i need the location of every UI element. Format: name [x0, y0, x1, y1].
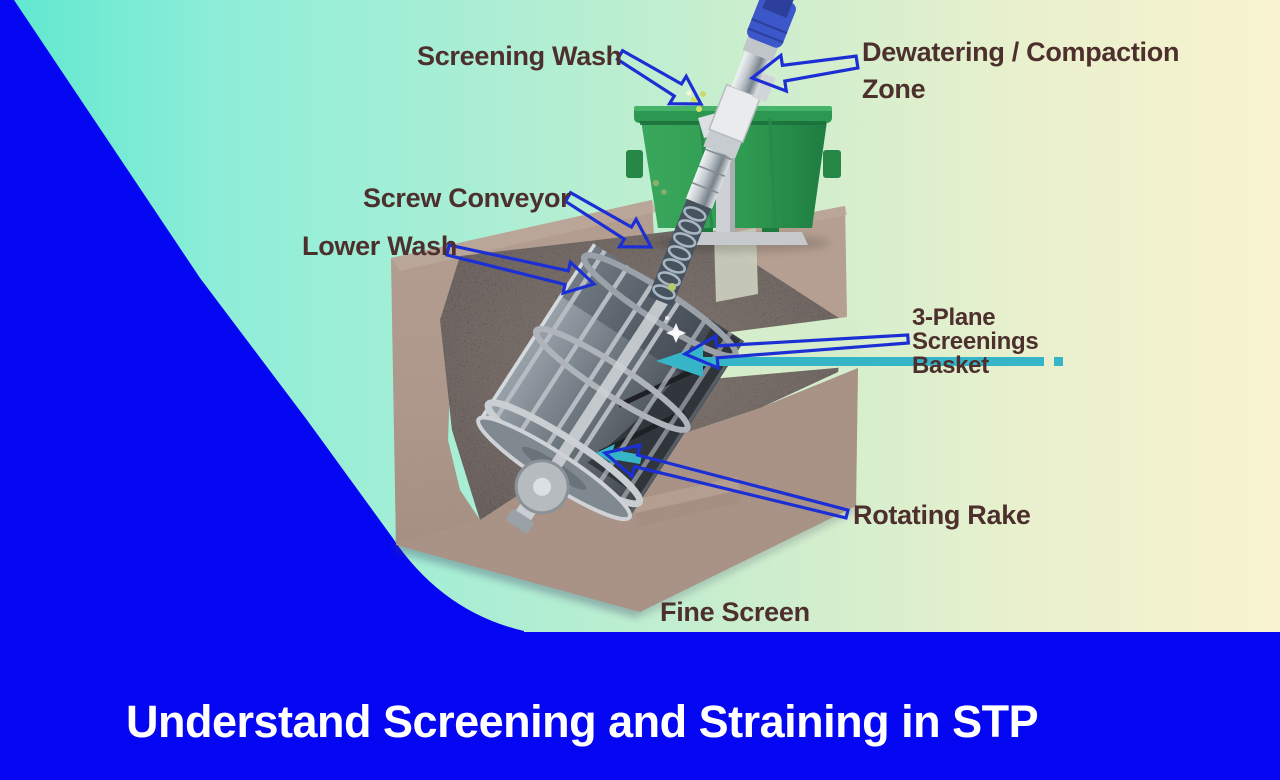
label-dewatering-zone: Dewatering / Compaction Zone	[862, 37, 1180, 104]
page-title: Understand Screening and Straining in ST…	[126, 696, 1039, 747]
water-flow-arrow	[596, 345, 1063, 464]
corner-triangle-shape	[0, 0, 524, 632]
fine-screen-machine	[391, 0, 1063, 619]
arrow-lower-wash	[444, 243, 598, 296]
arrow-dewatering-zone	[748, 52, 860, 94]
label-three-plane-basket: 3-Plane Screenings Basket	[912, 304, 1039, 379]
screw-conveyor-tube	[648, 0, 796, 307]
label-lower-wash: Lower Wash	[302, 231, 458, 261]
label-screening-wash: Screening Wash	[417, 41, 622, 71]
arrow-three-plane-basket	[681, 333, 911, 371]
label-rotating-rake: Rotating Rake	[853, 500, 1031, 530]
title-bar: Understand Screening and Straining in ST…	[0, 632, 1280, 780]
sparkle-icon	[665, 316, 686, 343]
callout-arrows	[444, 48, 911, 520]
arrow-rotating-rake	[601, 443, 850, 520]
wash-nozzles	[652, 90, 706, 291]
label-fine-screen: Fine Screen	[660, 597, 810, 627]
arrow-screw-conveyor	[563, 190, 654, 249]
arrow-screening-wash	[615, 48, 704, 106]
label-screw-conveyor: Screw Conveyor	[363, 183, 571, 213]
